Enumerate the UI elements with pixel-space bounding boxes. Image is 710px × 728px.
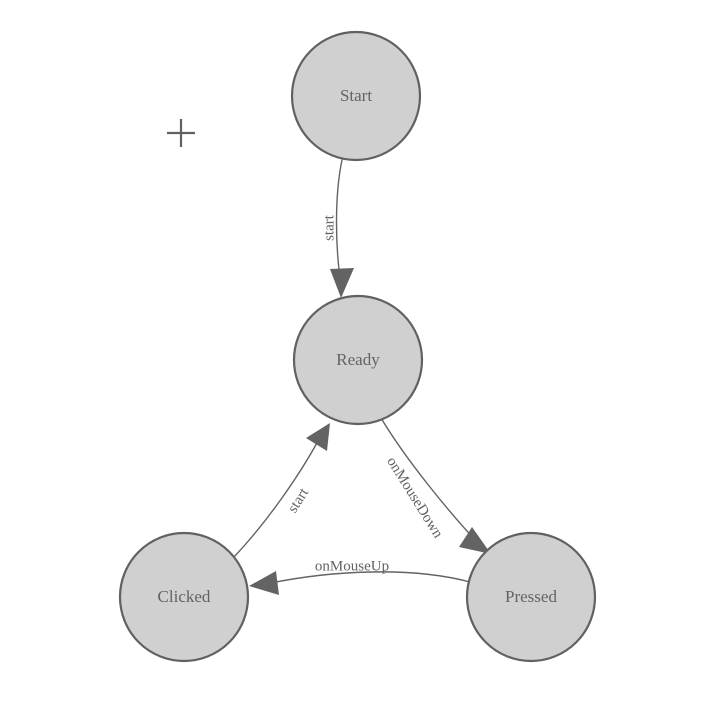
edge-pressed-to-clicked-arrowhead bbox=[249, 571, 279, 595]
edge-start-to-ready-arrowhead bbox=[330, 268, 354, 298]
state-node-ready[interactable]: Ready bbox=[292, 294, 424, 426]
crosshair-icon bbox=[167, 119, 195, 147]
edge-clicked-to-ready-path bbox=[233, 440, 319, 558]
state-node-start-circle bbox=[290, 30, 422, 162]
edge-clicked-to-ready-label: start bbox=[285, 485, 313, 516]
edge-ready-to-pressed-path bbox=[380, 417, 477, 542]
edge-start-to-ready[interactable]: start bbox=[321, 159, 354, 298]
edge-pressed-to-clicked-path bbox=[270, 571, 471, 584]
edge-ready-to-pressed[interactable]: onMouseDown bbox=[380, 417, 491, 554]
state-node-ready-circle bbox=[292, 294, 424, 426]
edge-pressed-to-clicked-label: onMouseUp bbox=[315, 558, 389, 574]
state-node-pressed-label: Pressed bbox=[505, 587, 557, 606]
state-node-clicked-circle bbox=[118, 531, 250, 663]
state-node-start[interactable]: Start bbox=[290, 30, 422, 162]
state-node-ready-label: Ready bbox=[336, 350, 380, 369]
edge-ready-to-pressed-arrowhead bbox=[459, 527, 491, 554]
edge-clicked-to-ready-arrowhead bbox=[306, 423, 330, 451]
edge-pressed-to-clicked[interactable]: onMouseUp bbox=[249, 558, 471, 595]
state-node-pressed[interactable]: Pressed bbox=[465, 531, 597, 663]
edge-start-to-ready-label: start bbox=[321, 214, 337, 241]
edge-start-to-ready-path bbox=[335, 159, 343, 279]
state-node-start-label: Start bbox=[340, 86, 372, 105]
edge-clicked-to-ready[interactable]: start bbox=[233, 423, 330, 558]
state-node-clicked-label: Clicked bbox=[158, 587, 211, 606]
state-node-clicked[interactable]: Clicked bbox=[118, 531, 250, 663]
state-node-pressed-circle bbox=[465, 531, 597, 663]
